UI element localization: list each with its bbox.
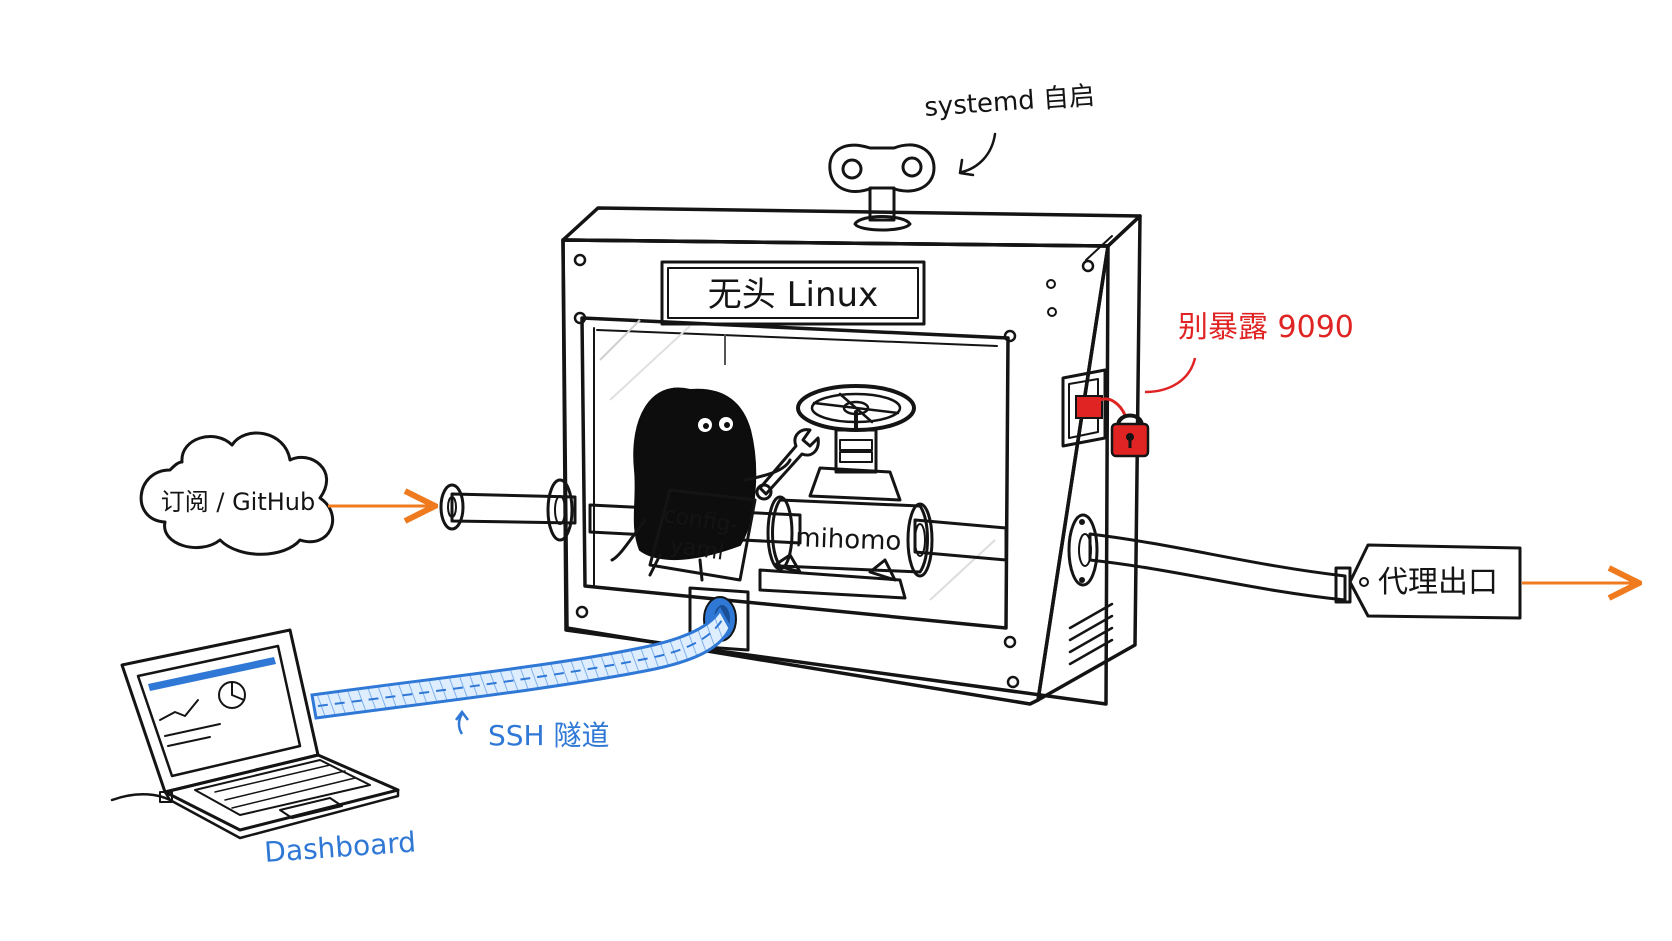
proxy-exit-tag: 代理出口 bbox=[1348, 543, 1522, 620]
box-title-plate: 无头 Linux bbox=[660, 260, 926, 326]
ssh-tunnel bbox=[310, 606, 732, 720]
ssh-tunnel-label: SSH 隧道 bbox=[488, 719, 610, 752]
proxy-exit-label: 代理出口 bbox=[1378, 565, 1498, 600]
output-pipe bbox=[1067, 513, 1352, 604]
machine-box: 无头 Linux bbox=[561, 206, 1142, 706]
systemd-label: systemd 自启 bbox=[923, 81, 1095, 123]
mihomo-valve: mihomo bbox=[758, 384, 934, 600]
cloud-icon: 订阅 / GitHub bbox=[139, 431, 334, 556]
dashboard-label: Dashboard bbox=[263, 825, 417, 869]
wrench-icon bbox=[755, 428, 820, 501]
padlock-icon bbox=[1099, 397, 1150, 458]
laptop-icon bbox=[110, 628, 400, 840]
mihomo-label: mihomo bbox=[795, 523, 902, 557]
no-expose-label: 别暴露 9090 bbox=[1178, 310, 1354, 345]
valve-wheel-icon bbox=[796, 384, 916, 432]
wind-up-key-icon bbox=[828, 143, 936, 232]
no-expose-label-group: 别暴露 9090 bbox=[1144, 310, 1354, 394]
ssh-tunnel-label-group: SSH 隧道 bbox=[455, 709, 610, 752]
subscription-label: 订阅 / GitHub bbox=[161, 488, 316, 516]
input-pipe bbox=[439, 478, 577, 542]
box-title: 无头 Linux bbox=[708, 275, 878, 315]
port-9090 bbox=[1061, 368, 1107, 448]
systemd-label-group: systemd 自启 bbox=[923, 81, 1096, 177]
